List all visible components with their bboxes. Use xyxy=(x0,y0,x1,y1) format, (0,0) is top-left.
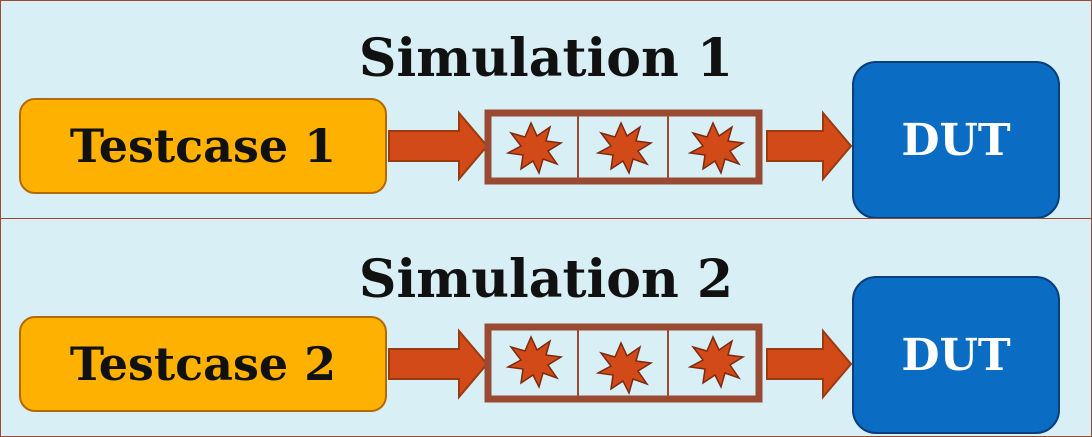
burst-icon xyxy=(505,121,564,176)
burst-icon xyxy=(687,335,746,390)
burst-icon xyxy=(595,121,654,176)
dut-box: DUT xyxy=(852,61,1060,219)
burst-icon xyxy=(687,121,746,176)
flow-graphics-1 xyxy=(388,109,853,185)
arrow-right-icon xyxy=(388,328,489,400)
arrow-right-icon xyxy=(766,328,853,400)
burst-icon xyxy=(505,335,564,390)
dut-box: DUT xyxy=(852,276,1060,434)
simulation-title: Simulation 1 xyxy=(358,28,734,89)
burst-icon xyxy=(595,341,654,396)
flow-graphics-2 xyxy=(388,323,853,403)
simulation-panel-1: Simulation 1 Testcase 1 DUT xyxy=(0,0,1092,219)
arrow-right-icon xyxy=(766,110,853,182)
testcase-box: Testcase 1 xyxy=(19,98,387,194)
simulation-panel-2: Simulation 2 Testcase 2 DUT xyxy=(0,218,1092,437)
testcase-box: Testcase 2 xyxy=(19,316,387,412)
simulation-title: Simulation 2 xyxy=(358,249,734,310)
arrow-right-icon xyxy=(388,110,489,182)
